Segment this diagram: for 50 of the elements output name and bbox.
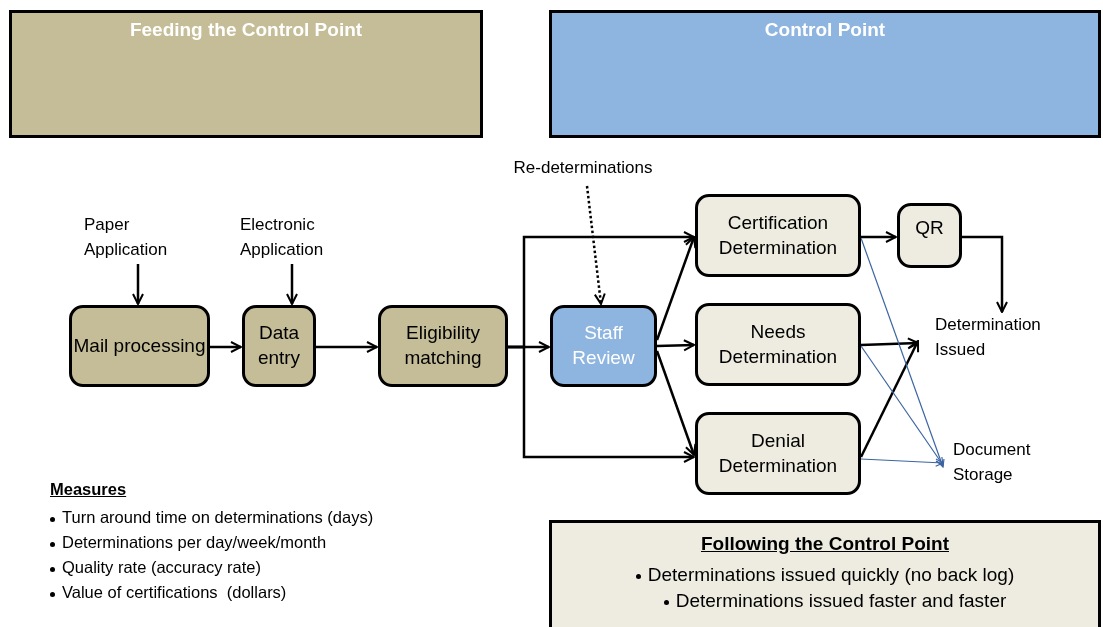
arrow — [860, 345, 944, 466]
process-box — [242, 305, 316, 387]
flow-label: Document Storage — [953, 439, 1032, 486]
process-box — [695, 412, 861, 495]
bullet-item: Turn around time on determinations (days) — [50, 508, 374, 527]
dotted-arrow — [585, 185, 606, 305]
bullet-item: Value of certifications (dollars) — [50, 583, 287, 602]
arrow — [132, 264, 144, 305]
bullet-item: Determinations per day/week/month — [50, 533, 327, 552]
arrow — [316, 341, 378, 353]
step-label: Eligibility matching — [403, 321, 483, 370]
arrow — [859, 340, 920, 458]
process-box — [378, 305, 508, 387]
bullet-item: Determinations issued quickly (no back log) — [635, 564, 1015, 586]
flow-label: Paper Application — [84, 214, 169, 261]
flow-label: Re-determinations — [513, 157, 653, 179]
step-label: Mail processing — [73, 333, 206, 358]
arrow — [655, 236, 697, 341]
flow-label: Determination Issued — [935, 314, 1042, 361]
arrow — [860, 237, 945, 468]
section-heading: Control Point — [764, 19, 886, 41]
arrow — [210, 341, 242, 353]
step-label: QR — [915, 216, 944, 240]
process-box — [550, 305, 657, 387]
section-heading: Feeding the Control Point — [129, 19, 363, 41]
arrow — [508, 345, 695, 463]
arrow — [286, 264, 298, 305]
process-box — [897, 203, 962, 268]
arrow — [656, 339, 695, 352]
bullet-item: Quality rate (accuracy rate) — [50, 558, 261, 577]
section-band — [549, 10, 1101, 138]
bullet-item: Determinations issued faster and faster — [663, 590, 1007, 612]
flow-label: Electronic Application — [240, 214, 325, 261]
arrow — [860, 458, 944, 467]
process-box — [695, 194, 861, 277]
arrow — [655, 350, 697, 456]
arrow — [860, 337, 919, 350]
step-label: Staff Review — [571, 321, 636, 370]
section-band — [9, 10, 483, 138]
step-label: Needs Determination — [717, 319, 839, 369]
process-box — [69, 305, 210, 387]
arrow — [962, 235, 1008, 313]
process-box — [695, 303, 861, 386]
list-heading: Measures — [50, 480, 127, 499]
step-label: Denial Determination — [717, 428, 839, 478]
step-label: Certification Determination — [717, 210, 839, 260]
section-heading: Following the Control Point — [701, 533, 949, 555]
arrow — [861, 231, 897, 243]
step-label: Data entry — [256, 321, 302, 370]
summary-box — [549, 520, 1101, 627]
